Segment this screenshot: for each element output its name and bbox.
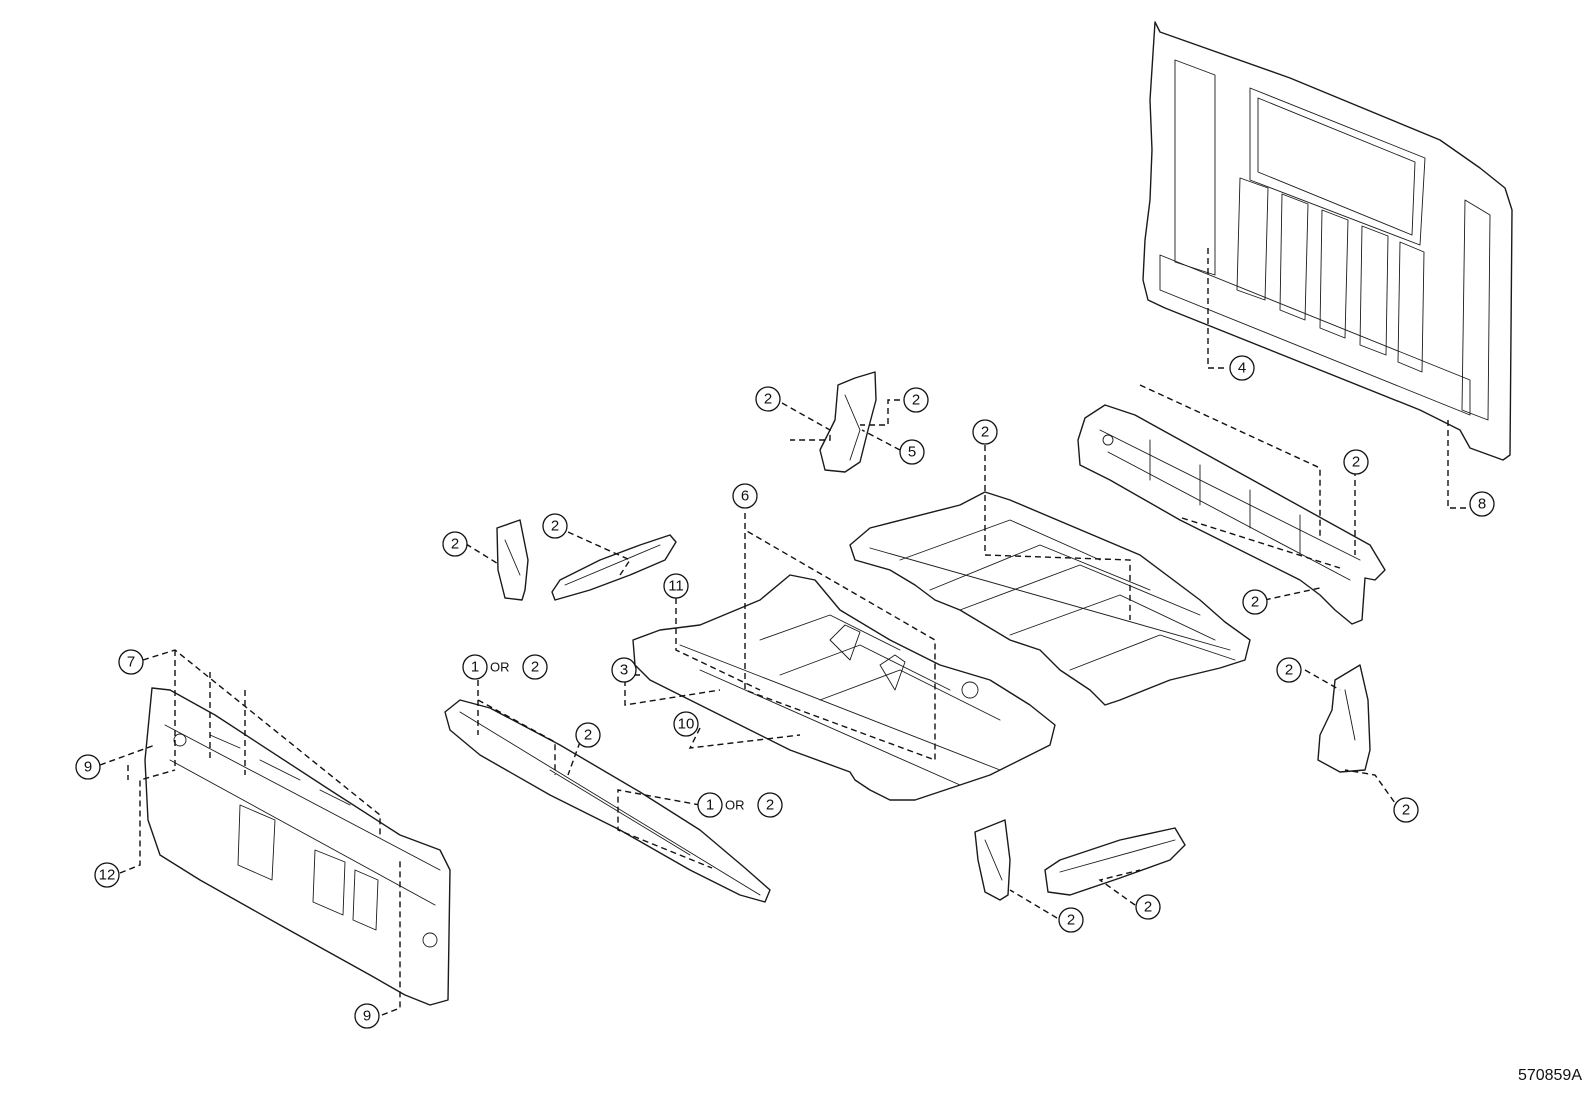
callout-2-label: 2	[766, 797, 774, 814]
callout-11-label: 11	[668, 578, 684, 595]
callout-9-label: 9	[363, 1008, 371, 1025]
right-front-bracket-part	[974, 819, 1011, 901]
callout-3: 3	[611, 657, 637, 683]
callout-2-label: 2	[981, 424, 989, 441]
left-front-bracket-part	[496, 519, 529, 601]
callout-2-label: 2	[1285, 662, 1293, 679]
callout-6-label: 6	[741, 488, 749, 505]
back-panel-part	[1142, 21, 1513, 461]
callout-10-label: 10	[678, 716, 695, 733]
or-label: OR	[725, 798, 745, 813]
callout-10: 10	[673, 711, 699, 737]
right-sill-bracket-part	[1044, 827, 1186, 896]
callout-9-label: 9	[84, 759, 92, 776]
callout-2-label: 2	[912, 392, 920, 409]
callout-2-right-sill: 2	[1135, 894, 1161, 920]
callout-2-label: 2	[451, 536, 459, 553]
callout-2-right-rear-lower: 2	[1393, 797, 1419, 823]
rear-floor-pan-part	[849, 491, 1251, 706]
callout-8-label: 8	[1478, 496, 1486, 513]
callout-2-label: 2	[531, 659, 539, 676]
callout-7-label: 7	[127, 654, 135, 671]
callout-2-right-rear-bracket: 2	[1276, 657, 1302, 683]
callout-2-rear-floor: 2	[972, 419, 998, 445]
callout-4-label: 4	[1238, 360, 1246, 377]
rear-cross-member-part	[1077, 404, 1386, 625]
callout-2-cross-member-bottom: 2	[1242, 589, 1268, 615]
callout-2-label: 2	[1144, 899, 1152, 916]
front-floor-pan-part	[632, 574, 1056, 801]
callout-2-label: 2	[1352, 454, 1360, 471]
diagram-reference-code: 570859A	[1517, 1067, 1582, 1084]
callout-2-label: 2	[584, 727, 592, 744]
callout-12-label: 12	[99, 867, 116, 884]
callout-2-cowl: 2	[575, 722, 601, 748]
callout-2-center-left: 2	[755, 386, 781, 412]
cowl-cross-member-part	[444, 699, 771, 903]
callout-9-upper: 9	[75, 754, 101, 780]
callout-11: 11	[663, 573, 689, 599]
callout-2-label: 2	[551, 518, 559, 535]
callout-1-or-2-lower: 1 OR 2	[697, 792, 783, 818]
callout-2-center-right: 2	[903, 387, 929, 413]
callout-5-label: 5	[908, 444, 916, 461]
callout-2-cross-member-top: 2	[1343, 449, 1369, 475]
callout-9-lower: 9	[354, 1003, 380, 1029]
callout-2-label: 2	[1067, 912, 1075, 929]
right-rear-bracket-part	[1317, 664, 1371, 773]
callout-12: 12	[94, 862, 120, 888]
callout-6: 6	[732, 483, 758, 509]
callout-2-right-front-bracket: 2	[1058, 907, 1084, 933]
callout-8: 8	[1469, 491, 1495, 517]
callout-1-label: 1	[706, 797, 714, 814]
callout-1-label: 1	[471, 659, 479, 676]
leader-lines	[99, 248, 1466, 1016]
callout-7: 7	[118, 649, 144, 675]
callout-2-label: 2	[1402, 802, 1410, 819]
callout-4: 4	[1229, 355, 1255, 381]
callout-3-label: 3	[620, 662, 628, 679]
dash-panel-part	[144, 687, 451, 1006]
callout-1-or-2-upper: 1 OR 2	[462, 654, 548, 680]
center-pillar-bracket-part	[819, 371, 877, 473]
left-sill-bracket-part	[551, 534, 677, 601]
callout-5: 5	[899, 439, 925, 465]
callout-2-left-sill: 2	[542, 513, 568, 539]
or-label: OR	[490, 660, 510, 675]
callout-2-left-bracket: 2	[442, 531, 468, 557]
callout-2-label: 2	[1251, 594, 1259, 611]
callout-2-label: 2	[764, 391, 772, 408]
